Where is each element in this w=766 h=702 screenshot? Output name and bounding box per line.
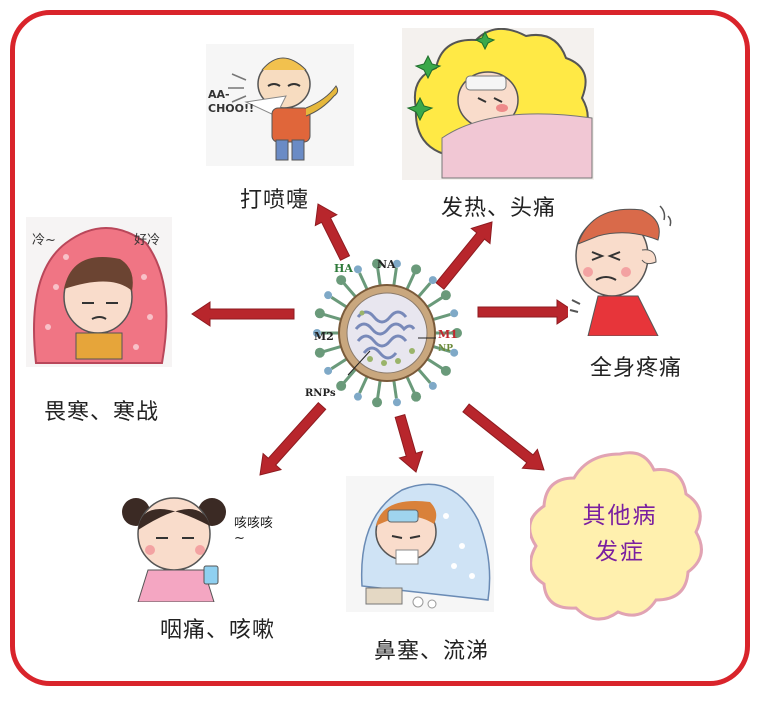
virus-spike (430, 312, 451, 322)
arrow-to-throat (259, 401, 327, 476)
virus-spike-tip (450, 348, 459, 357)
virus-label-rnps: RNPs (305, 388, 336, 399)
virus-spike-tip (314, 308, 325, 319)
nose-illustration (346, 476, 494, 612)
complications-cloud (530, 451, 703, 621)
sneezing-child-icon (206, 44, 354, 166)
virus-spike-tip (372, 397, 383, 408)
virus-spike-tip (392, 398, 401, 407)
arrow-to-fever (435, 221, 493, 290)
virus-spike-tip (336, 380, 347, 391)
virus-spike (330, 296, 350, 310)
symptom-label-aches: 全身疼痛 (590, 356, 683, 381)
virus-spike-tip (392, 259, 401, 268)
arrow-to-nose (394, 413, 424, 473)
virus-spike (415, 282, 432, 300)
cough-bubble-text: 咳咳咳~ (234, 516, 274, 546)
sick-child-under-blanket-icon (346, 476, 494, 612)
virus-spike-tip (428, 381, 437, 390)
symptom-label-chills: 畏寒、寒战 (44, 400, 160, 425)
virus-spike-tip (450, 309, 459, 318)
virus-spike-tip (372, 258, 383, 269)
aches-illustration (568, 200, 678, 336)
aching-child-icon (569, 205, 672, 336)
virus-spike-tip (428, 276, 437, 285)
virus-spike-tip (353, 392, 362, 401)
virus-spike (376, 378, 382, 399)
symptom-label-nose: 鼻塞、流涕 (374, 639, 490, 664)
throat-illustration: 咳咳咳~ (108, 478, 282, 602)
virus-spike (404, 272, 416, 292)
virus-spike-tip (324, 366, 333, 375)
virus-spike (330, 356, 350, 370)
symptom-label-throat: 咽痛、咳嗽 (160, 618, 276, 643)
virus-spike-tip (411, 264, 422, 275)
virus-spike (430, 344, 451, 354)
virus-label-m1: M1 (438, 328, 458, 341)
virus-spike-tip (411, 391, 422, 402)
virus-spike (404, 374, 416, 394)
sneeze-illustration: AA-CHOO!! (206, 44, 354, 166)
chills-illustration: 冷~ 好冷 (26, 217, 172, 367)
arrow-to-other (462, 403, 545, 471)
virus-spike-tip (440, 365, 451, 376)
virus-spike-tip (336, 275, 347, 286)
sneeze-sound-text: AA-CHOO!! (208, 88, 255, 115)
outer-frame (10, 10, 750, 686)
virus-spike (323, 344, 344, 354)
arrow-to-chills (191, 301, 295, 327)
virus-spike-tip (353, 265, 362, 274)
virus-spike (358, 272, 370, 292)
complications-line-1: 其他病 (582, 503, 658, 529)
coughing-girl-icon (122, 497, 226, 602)
arrow-to-sneeze (314, 203, 351, 261)
chills-bubble-right: 好冷 (134, 233, 161, 248)
symptom-label-sneeze: 打喷嚏 (240, 188, 310, 213)
virus-label-m2: M2 (314, 330, 334, 343)
virus-spike (415, 366, 432, 384)
virus-label-na: NA (377, 258, 396, 271)
virus-spike-tip (314, 347, 325, 358)
virus-spike-tip (440, 290, 451, 301)
virus-spike (342, 366, 359, 384)
virus-label-np: NP (438, 344, 453, 354)
virus-spike (424, 356, 444, 370)
chills-bubble-left: 冷~ (32, 233, 56, 248)
fever-child-icon (402, 28, 594, 180)
virus-spike (376, 267, 382, 288)
virus-spike-tip (452, 328, 462, 338)
virus-label-ha: HA (334, 262, 353, 275)
shivering-child-icon (26, 217, 172, 367)
virus-illustration (313, 258, 462, 408)
complications-text: 其他病 发症 (556, 498, 684, 570)
complications-line-2: 发症 (595, 539, 645, 565)
fever-illustration (402, 28, 594, 180)
virus-spike (424, 296, 444, 310)
virus-spike (392, 267, 398, 288)
symptom-label-fever: 发热、头痛 (441, 196, 557, 221)
virus-spike (323, 312, 344, 322)
virus-spike-tip (324, 291, 333, 300)
arrow-to-aches (477, 299, 576, 325)
virus-spike (392, 378, 398, 399)
virus-spike-tip (313, 329, 321, 337)
virus-spike (342, 282, 359, 300)
virus-spike (358, 374, 370, 394)
